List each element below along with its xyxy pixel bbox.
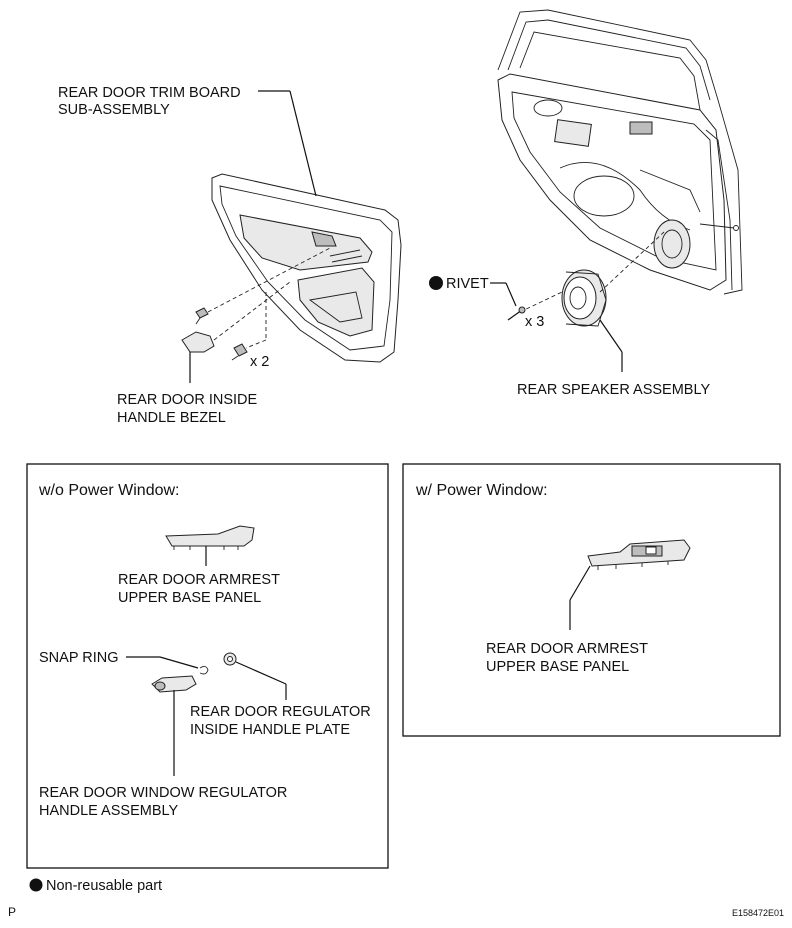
regulator-plate-part xyxy=(223,652,237,666)
footer-figure-code: E158472E01 xyxy=(732,908,784,918)
install-line-speaker xyxy=(599,231,665,293)
screw-quantity-x2: x 2 xyxy=(250,354,269,370)
armrest-upper-base-panel-right-part xyxy=(587,539,691,570)
snap-ring-leader-d xyxy=(159,656,199,669)
door-frame-illustration xyxy=(497,9,743,295)
non-reusable-marker-legend xyxy=(29,878,43,892)
trim-board-label-line1: REAR DOOR TRIM BOARD xyxy=(58,85,241,101)
plate-label-line2: INSIDE HANDLE PLATE xyxy=(190,722,350,738)
install-line-screw-upper xyxy=(207,247,331,313)
panel-left-title: w/o Power Window: xyxy=(38,482,180,499)
window-regulator-handle-part xyxy=(151,675,197,693)
speaker-leader-1 xyxy=(599,319,623,353)
screw-lower xyxy=(231,343,248,361)
plate-label-line1: REAR DOOR REGULATOR xyxy=(190,704,371,720)
handle-label-line1: REAR DOOR WINDOW REGULATOR xyxy=(39,785,287,801)
rear-speaker-part xyxy=(561,269,607,327)
trim-board-leader xyxy=(258,90,317,197)
rivet-leader-v xyxy=(505,282,517,307)
panel-with-power-window xyxy=(402,463,781,737)
non-reusable-marker-rivet xyxy=(429,276,443,290)
armrest-right-label-line2: UPPER BASE PANEL xyxy=(486,659,629,675)
panel-right-title: w/ Power Window: xyxy=(415,482,548,499)
plate-leader-d xyxy=(235,661,287,685)
trim-board-label-line2: SUB-ASSEMBLY xyxy=(58,102,170,118)
snap-ring-part xyxy=(199,665,209,675)
rivet-quantity-x3: x 3 xyxy=(525,314,544,330)
armrest-upper-base-panel-left-part xyxy=(165,525,255,550)
panel-without-power-window xyxy=(26,463,389,869)
inside-bezel-label-line2: HANDLE BEZEL xyxy=(117,410,226,426)
handle-label-line2: HANDLE ASSEMBLY xyxy=(39,803,178,819)
rivet-label: RIVET xyxy=(446,276,489,292)
armrest-right-label-line1: REAR DOOR ARMREST xyxy=(486,641,648,657)
inside-handle-bezel-part xyxy=(181,281,291,353)
install-line-rivet xyxy=(519,291,563,313)
armrest-left-label-line2: UPPER BASE PANEL xyxy=(118,590,261,606)
armrest-left-label-line1: REAR DOOR ARMREST xyxy=(118,572,280,588)
footer-left-code: P xyxy=(8,905,16,919)
rivet-part xyxy=(507,306,526,321)
speaker-label: REAR SPEAKER ASSEMBLY xyxy=(517,382,710,398)
trim-board-illustration xyxy=(211,173,402,363)
snap-ring-label: SNAP RING xyxy=(39,650,119,666)
install-line-screw-lower-2 xyxy=(245,339,267,349)
screw-upper xyxy=(195,307,209,325)
armrest-right-leader-d xyxy=(569,565,591,601)
inside-bezel-label-line1: REAR DOOR INSIDE xyxy=(117,392,258,408)
legend-text: Non-reusable part xyxy=(46,878,162,894)
